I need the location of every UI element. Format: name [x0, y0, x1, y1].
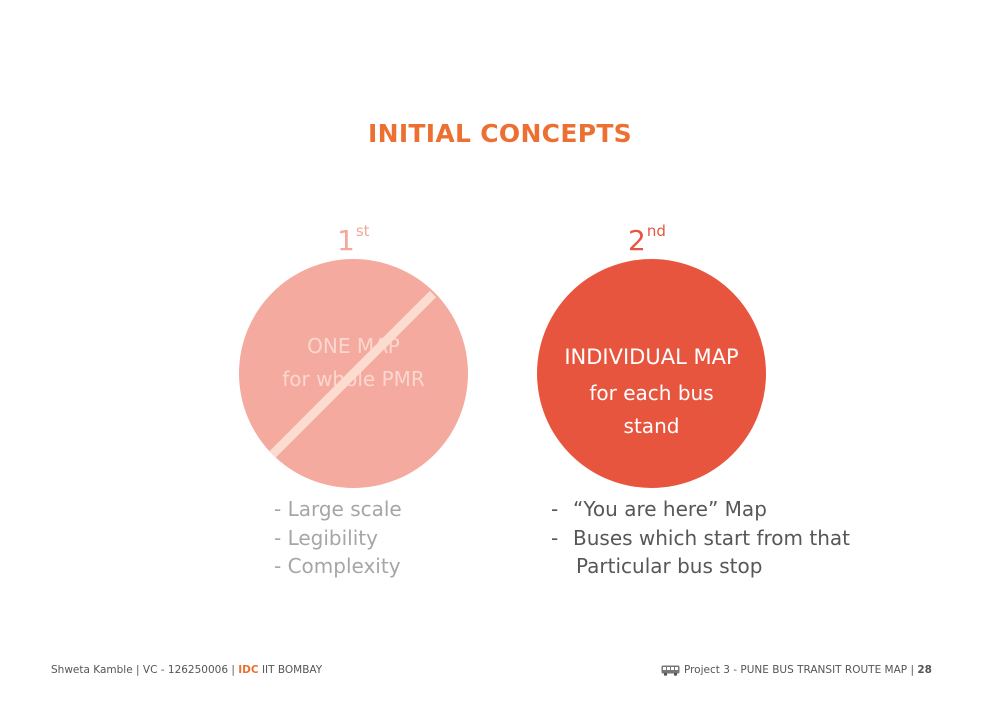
list-item: - Large scale	[274, 497, 402, 521]
concept-1-ordinal: 1st	[337, 222, 370, 257]
footer-separator: |	[231, 664, 235, 676]
list-item: Particular bus stop	[576, 554, 763, 578]
footer-institute: IIT BOMBAY	[261, 664, 323, 676]
concept-2-circle-line2: for each bus	[589, 381, 714, 405]
cross-out-slash	[268, 290, 437, 459]
list-item: - Legibility	[274, 525, 378, 550]
footer-left: Shweta Kamble | VC - 126250006 | IDC IIT…	[51, 664, 322, 676]
concept-1-points: - Large scale - Legibility - Complexity	[274, 495, 402, 581]
footer-vc: VC - 126250006	[142, 664, 229, 676]
bus-icon	[661, 665, 680, 676]
list-item-text: Buses which start from that	[573, 525, 850, 550]
page-title: INITIAL CONCEPTS	[368, 119, 632, 148]
concept-2-circle-line3: stand	[623, 414, 680, 438]
concept-2-ordinal: 2nd	[628, 222, 666, 257]
list-item: -“You are here” Map	[551, 495, 850, 524]
concept-2-ordinal-suffix: nd	[646, 222, 666, 240]
concept-2-ordinal-number: 2	[628, 224, 646, 257]
concept-2-circle-line1: INDIVIDUAL MAP	[564, 345, 739, 369]
concept-2-points: -“You are here” Map -Buses which start f…	[551, 495, 850, 581]
list-item-text: “You are here” Map	[573, 497, 767, 521]
list-item: -Buses which start from that	[551, 524, 850, 553]
footer-idc: IDC	[238, 664, 259, 676]
concept-2-circle: INDIVIDUAL MAP for each bus stand	[537, 259, 766, 488]
footer-separator: |	[136, 664, 140, 676]
footer-right: Project 3 - PUNE BUS TRANSIT ROUTE MAP |…	[661, 664, 932, 676]
list-item: - Complexity	[274, 554, 401, 578]
concept-1-ordinal-suffix: st	[355, 222, 370, 240]
footer-author: Shweta Kamble	[51, 664, 133, 676]
concept-1-circle: ONE MAP for whole PMR	[239, 259, 468, 488]
concept-1-ordinal-number: 1	[337, 224, 355, 257]
bullet-dash: -	[551, 497, 559, 521]
footer-project: Project 3 - PUNE BUS TRANSIT ROUTE MAP	[683, 664, 908, 676]
footer-separator: |	[910, 664, 915, 676]
page-number: 28	[917, 664, 932, 676]
bullet-dash: -	[551, 525, 559, 550]
